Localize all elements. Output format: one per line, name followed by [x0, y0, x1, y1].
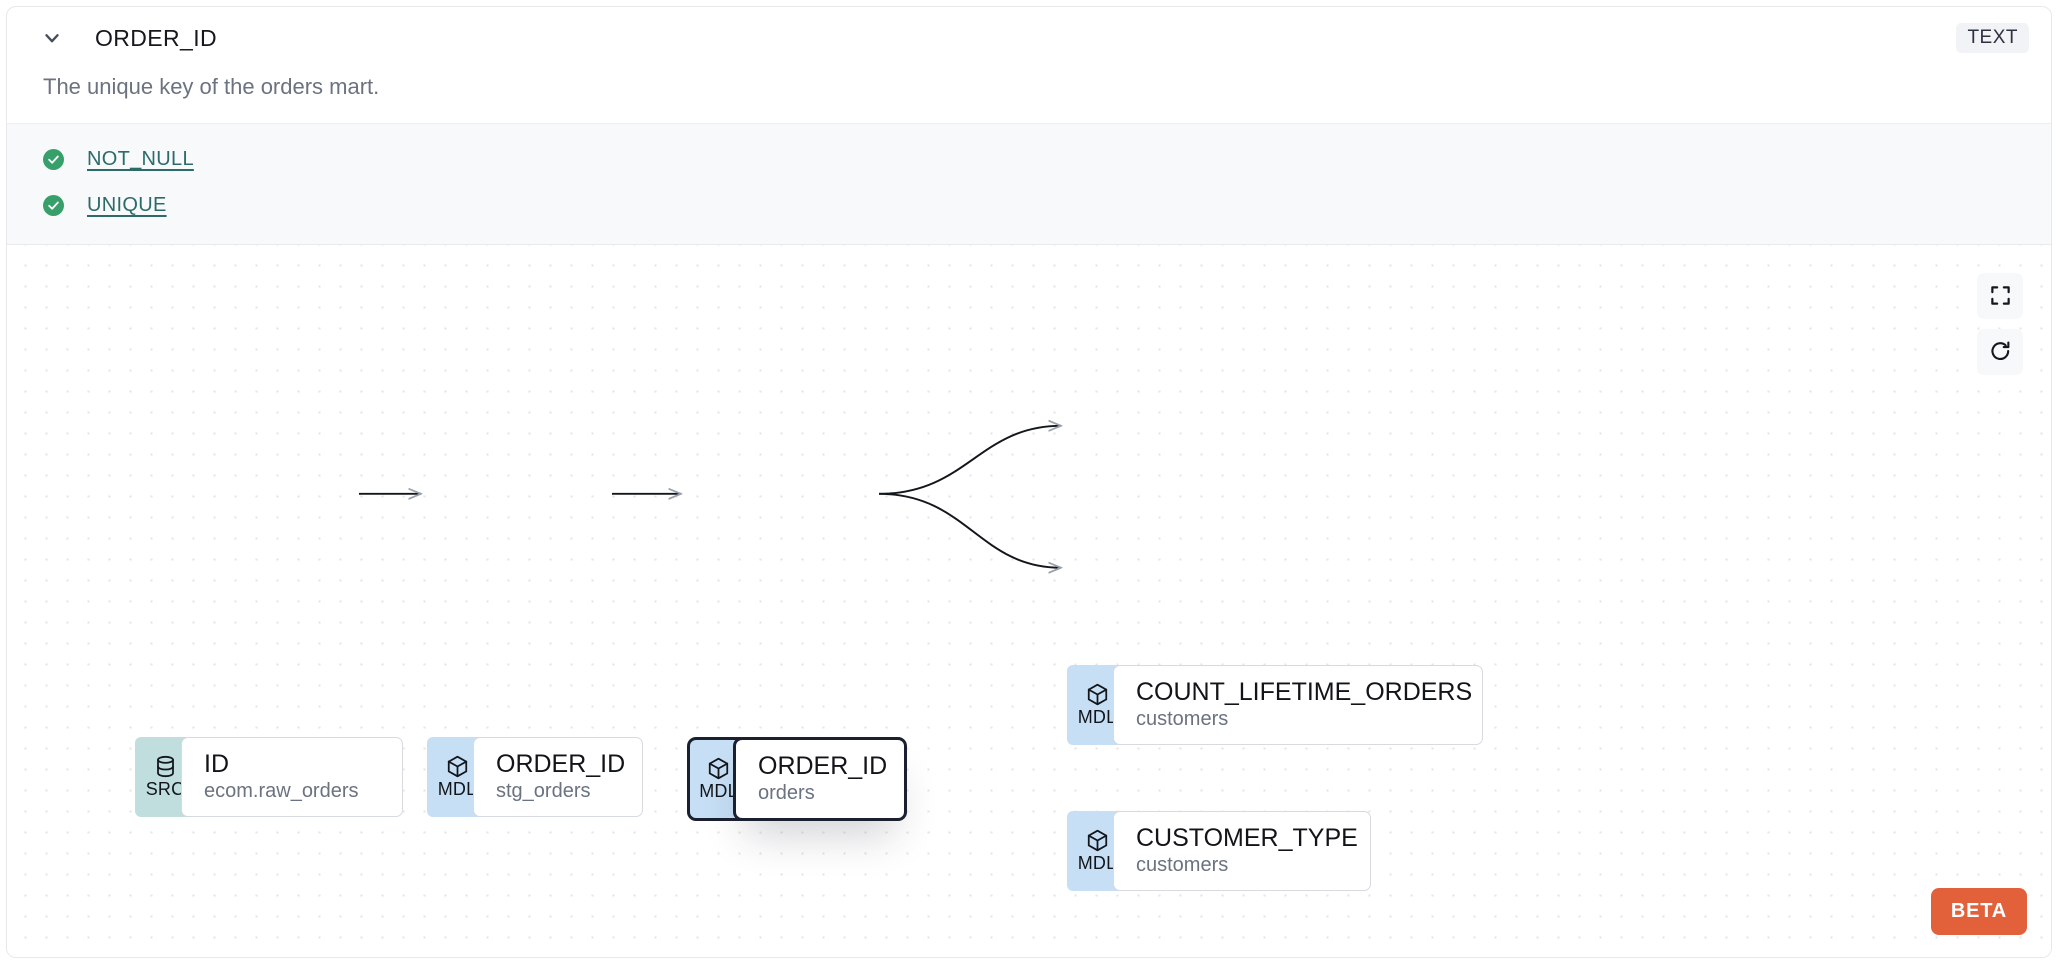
node-source-name: ecom.raw_orders — [204, 779, 359, 802]
lineage-node-customer-type[interactable]: MDL CUSTOMER_TYPE customers — [1067, 810, 1371, 891]
node-column-name: ORDER_ID — [758, 751, 888, 780]
tests-section: NOT_NULL UNIQUE — [7, 122, 2051, 245]
lineage-node-orders-selected[interactable]: MDL ORDER_ID orders — [687, 736, 907, 821]
node-body: ORDER_ID stg_orders — [473, 736, 643, 817]
cube-icon — [1087, 829, 1107, 851]
lineage-node-count-lifetime-orders[interactable]: MDL COUNT_LIFETIME_ORDERS customers — [1067, 664, 1483, 745]
column-description: The unique key of the orders mart. — [43, 74, 380, 99]
mdl-badge-label: MDL — [1077, 706, 1117, 727]
edge-orders-to-count — [878, 425, 1061, 495]
lineage-node-stg-orders[interactable]: MDL ORDER_ID stg_orders — [427, 736, 643, 817]
card-header: ORDER_ID TEXT — [7, 7, 2051, 69]
node-body: CUSTOMER_TYPE customers — [1113, 810, 1371, 891]
check-circle-icon — [43, 195, 64, 216]
mdl-badge-label: MDL — [437, 778, 477, 799]
node-body: COUNT_LIFETIME_ORDERS customers — [1113, 664, 1483, 745]
test-link-not-null[interactable]: NOT_NULL — [87, 148, 194, 170]
node-source-name: stg_orders — [496, 779, 591, 802]
lineage-edges — [359, 245, 2051, 958]
beta-badge[interactable]: BETA — [1930, 888, 2027, 935]
node-body: ID ecom.raw_orders — [181, 736, 403, 817]
node-column-name: ORDER_ID — [496, 749, 626, 778]
cube-icon — [1087, 683, 1107, 705]
chevron-down-icon[interactable] — [37, 23, 67, 53]
check-circle-icon — [43, 149, 64, 170]
fit-view-icon[interactable] — [1977, 272, 2023, 319]
test-row[interactable]: NOT_NULL — [43, 142, 2021, 178]
node-source-name: customers — [1136, 707, 1229, 730]
mdl-badge-label: MDL — [699, 780, 738, 801]
node-column-name: ID — [204, 749, 229, 778]
data-type-badge: TEXT — [1956, 23, 2029, 53]
node-source-name: customers — [1136, 853, 1229, 876]
node-body: ORDER_ID orders — [733, 736, 907, 821]
cube-icon — [708, 757, 729, 779]
mdl-badge-label: MDL — [1077, 852, 1117, 873]
test-row[interactable]: UNIQUE — [43, 188, 2021, 224]
lineage-canvas[interactable]: SRC ID ecom.raw_orders MDL ORDER_ID stg_… — [7, 244, 2051, 958]
edge-orders-to-customer-type — [878, 492, 1061, 567]
canvas-controls — [1977, 272, 2023, 375]
refresh-icon[interactable] — [1977, 328, 2023, 375]
page-title: ORDER_ID — [95, 24, 218, 51]
column-detail-card: ORDER_ID TEXT The unique key of the orde… — [6, 6, 2052, 958]
database-icon — [156, 755, 174, 777]
src-badge-label: SRC — [145, 778, 185, 799]
node-column-name: CUSTOMER_TYPE — [1136, 823, 1358, 852]
node-column-name: COUNT_LIFETIME_ORDERS — [1136, 677, 1473, 706]
node-source-name: orders — [758, 781, 815, 804]
lineage-node-src[interactable]: SRC ID ecom.raw_orders — [135, 736, 403, 817]
test-link-unique[interactable]: UNIQUE — [87, 194, 167, 216]
cube-icon — [447, 755, 467, 777]
